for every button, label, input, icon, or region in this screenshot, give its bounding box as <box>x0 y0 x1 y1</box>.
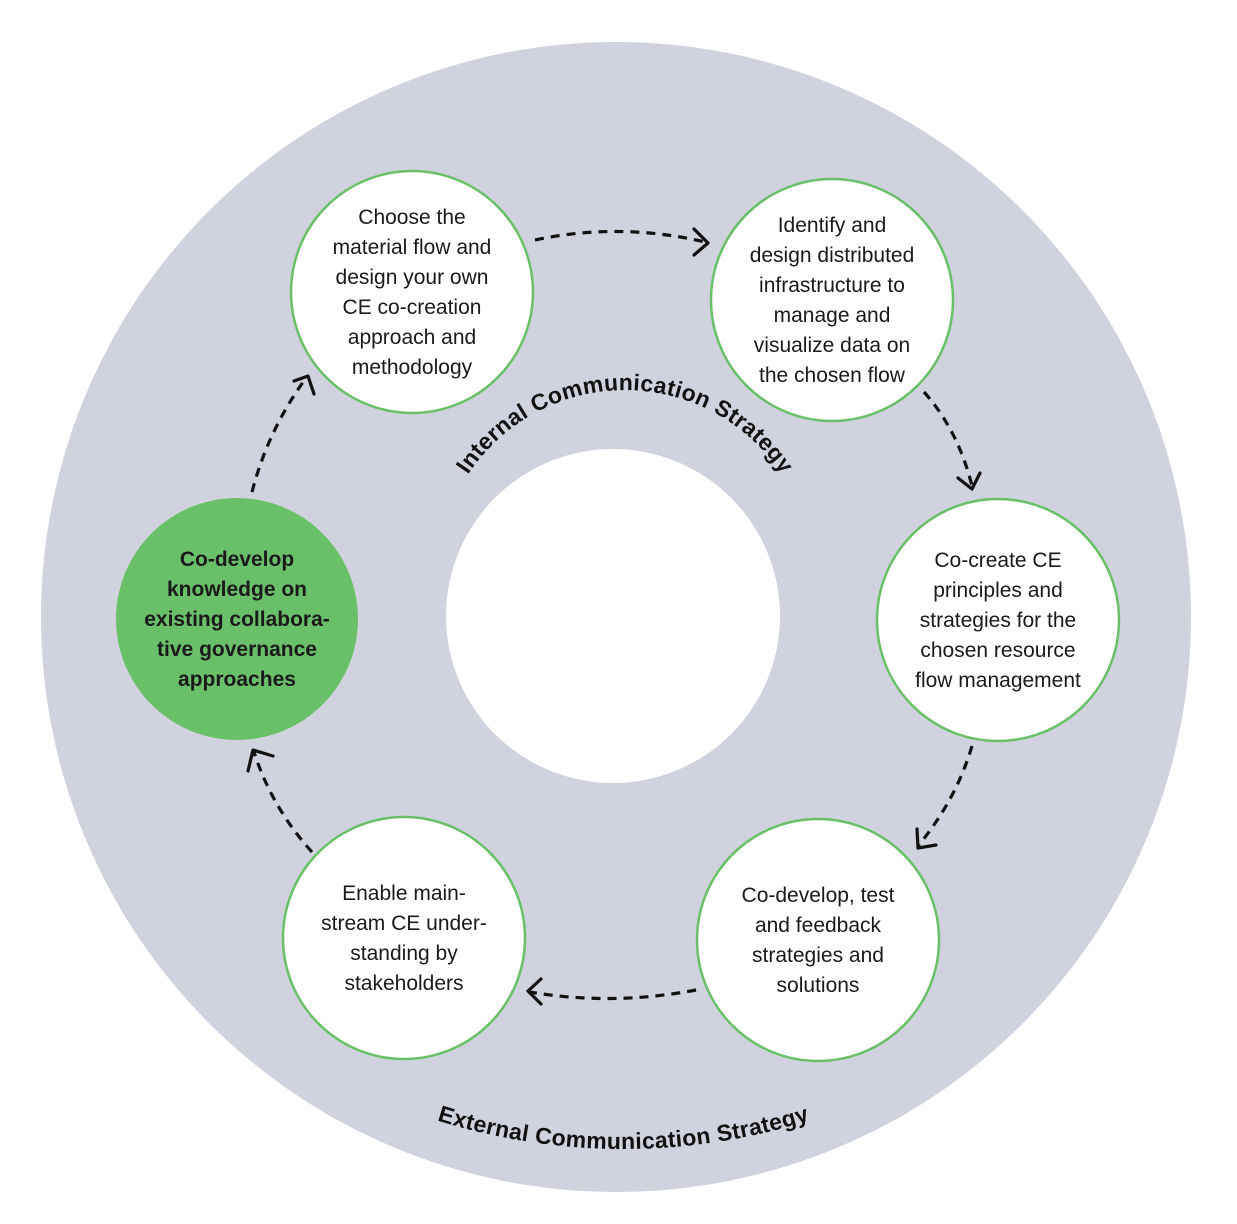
node-label: Co-create CE principles and strategies for… <box>915 549 1081 692</box>
node-label-line: stakeholders <box>344 972 463 995</box>
node-label-line: approaches <box>178 668 296 691</box>
node-label-line: Co-develop <box>180 548 294 571</box>
node-label-line: tive governance <box>157 638 317 661</box>
node-label: Co-develop knowledge on existing collabora… <box>144 548 330 691</box>
node-circle <box>289 169 535 415</box>
node-circle <box>116 498 358 740</box>
node-label-line: approach and <box>348 326 476 349</box>
node-label-line: Co-create CE <box>934 549 1061 572</box>
node-label-line: and feedback <box>755 914 882 937</box>
node-label: Choose the material flow and design your o… <box>333 206 492 379</box>
arrow-node6-to-node1 <box>250 374 316 493</box>
node-label-line: design distributed <box>750 244 915 267</box>
node-label-line: principles and <box>933 579 1063 602</box>
arrow-node1-to-node2 <box>534 227 710 257</box>
center-hole <box>446 449 780 783</box>
arrow-node5-to-node6 <box>246 748 314 854</box>
node-label-line: design your own <box>336 266 489 289</box>
node-label-line: standing by <box>350 942 458 965</box>
node-label-line: material flow and <box>333 236 492 259</box>
flow-arrows <box>246 227 982 1006</box>
node-label-line: solutions <box>777 974 860 997</box>
node-label: Identify and design distributed infrastruc… <box>750 214 915 387</box>
node-label: Enable main-stream CE under-standing by s… <box>321 882 487 995</box>
node-enable-mainstream: Enable main-stream CE under-standing by s… <box>281 815 527 1061</box>
node-identify-infrastructure: Identify and design distributed infrastruc… <box>709 177 955 423</box>
node-co-develop-test: Co-develop, test and feedback strategies a… <box>695 817 941 1063</box>
node-label-line: methodology <box>352 356 473 379</box>
node-label-line: CE co-creation <box>343 296 482 319</box>
node-co-create-principles: Co-create CE principles and strategies for… <box>875 497 1121 743</box>
node-label-line: flow management <box>915 669 1081 692</box>
node-label-line: the chosen flow <box>759 364 906 387</box>
node-label-line: Choose the <box>358 206 465 229</box>
node-label-line: Enable main- <box>342 882 466 905</box>
node-circle <box>695 817 941 1063</box>
node-label-line: strategies and <box>752 944 884 967</box>
node-label-line: visualize data on <box>754 334 910 357</box>
node-label: Co-develop, test and feedback strategies a… <box>742 884 895 997</box>
node-label-line: manage and <box>774 304 891 327</box>
arrow-node2-to-node3 <box>922 390 982 491</box>
node-label-line: strategies for the <box>920 609 1076 632</box>
node-label-line: infrastructure to <box>759 274 905 297</box>
node-label-line: Co-develop, test <box>742 884 895 907</box>
node-circle <box>281 815 527 1061</box>
node-label-line: Identify and <box>778 214 887 237</box>
node-circle <box>875 497 1121 743</box>
node-choose-material-flow: Choose the material flow and design your o… <box>289 169 535 415</box>
node-co-develop-knowledge: Co-develop knowledge on existing collabora… <box>116 498 358 740</box>
node-circle <box>709 177 955 423</box>
arrow-node3-to-node4 <box>915 745 974 850</box>
process-nodes: Choose the material flow and design your o… <box>116 169 1121 1063</box>
node-label-line: chosen resource <box>920 639 1075 662</box>
node-label-line: stream CE under- <box>321 912 487 935</box>
node-label-line: existing collabora- <box>144 608 330 631</box>
arrow-node4-to-node5 <box>526 977 697 1006</box>
node-label-line: knowledge on <box>167 578 307 601</box>
